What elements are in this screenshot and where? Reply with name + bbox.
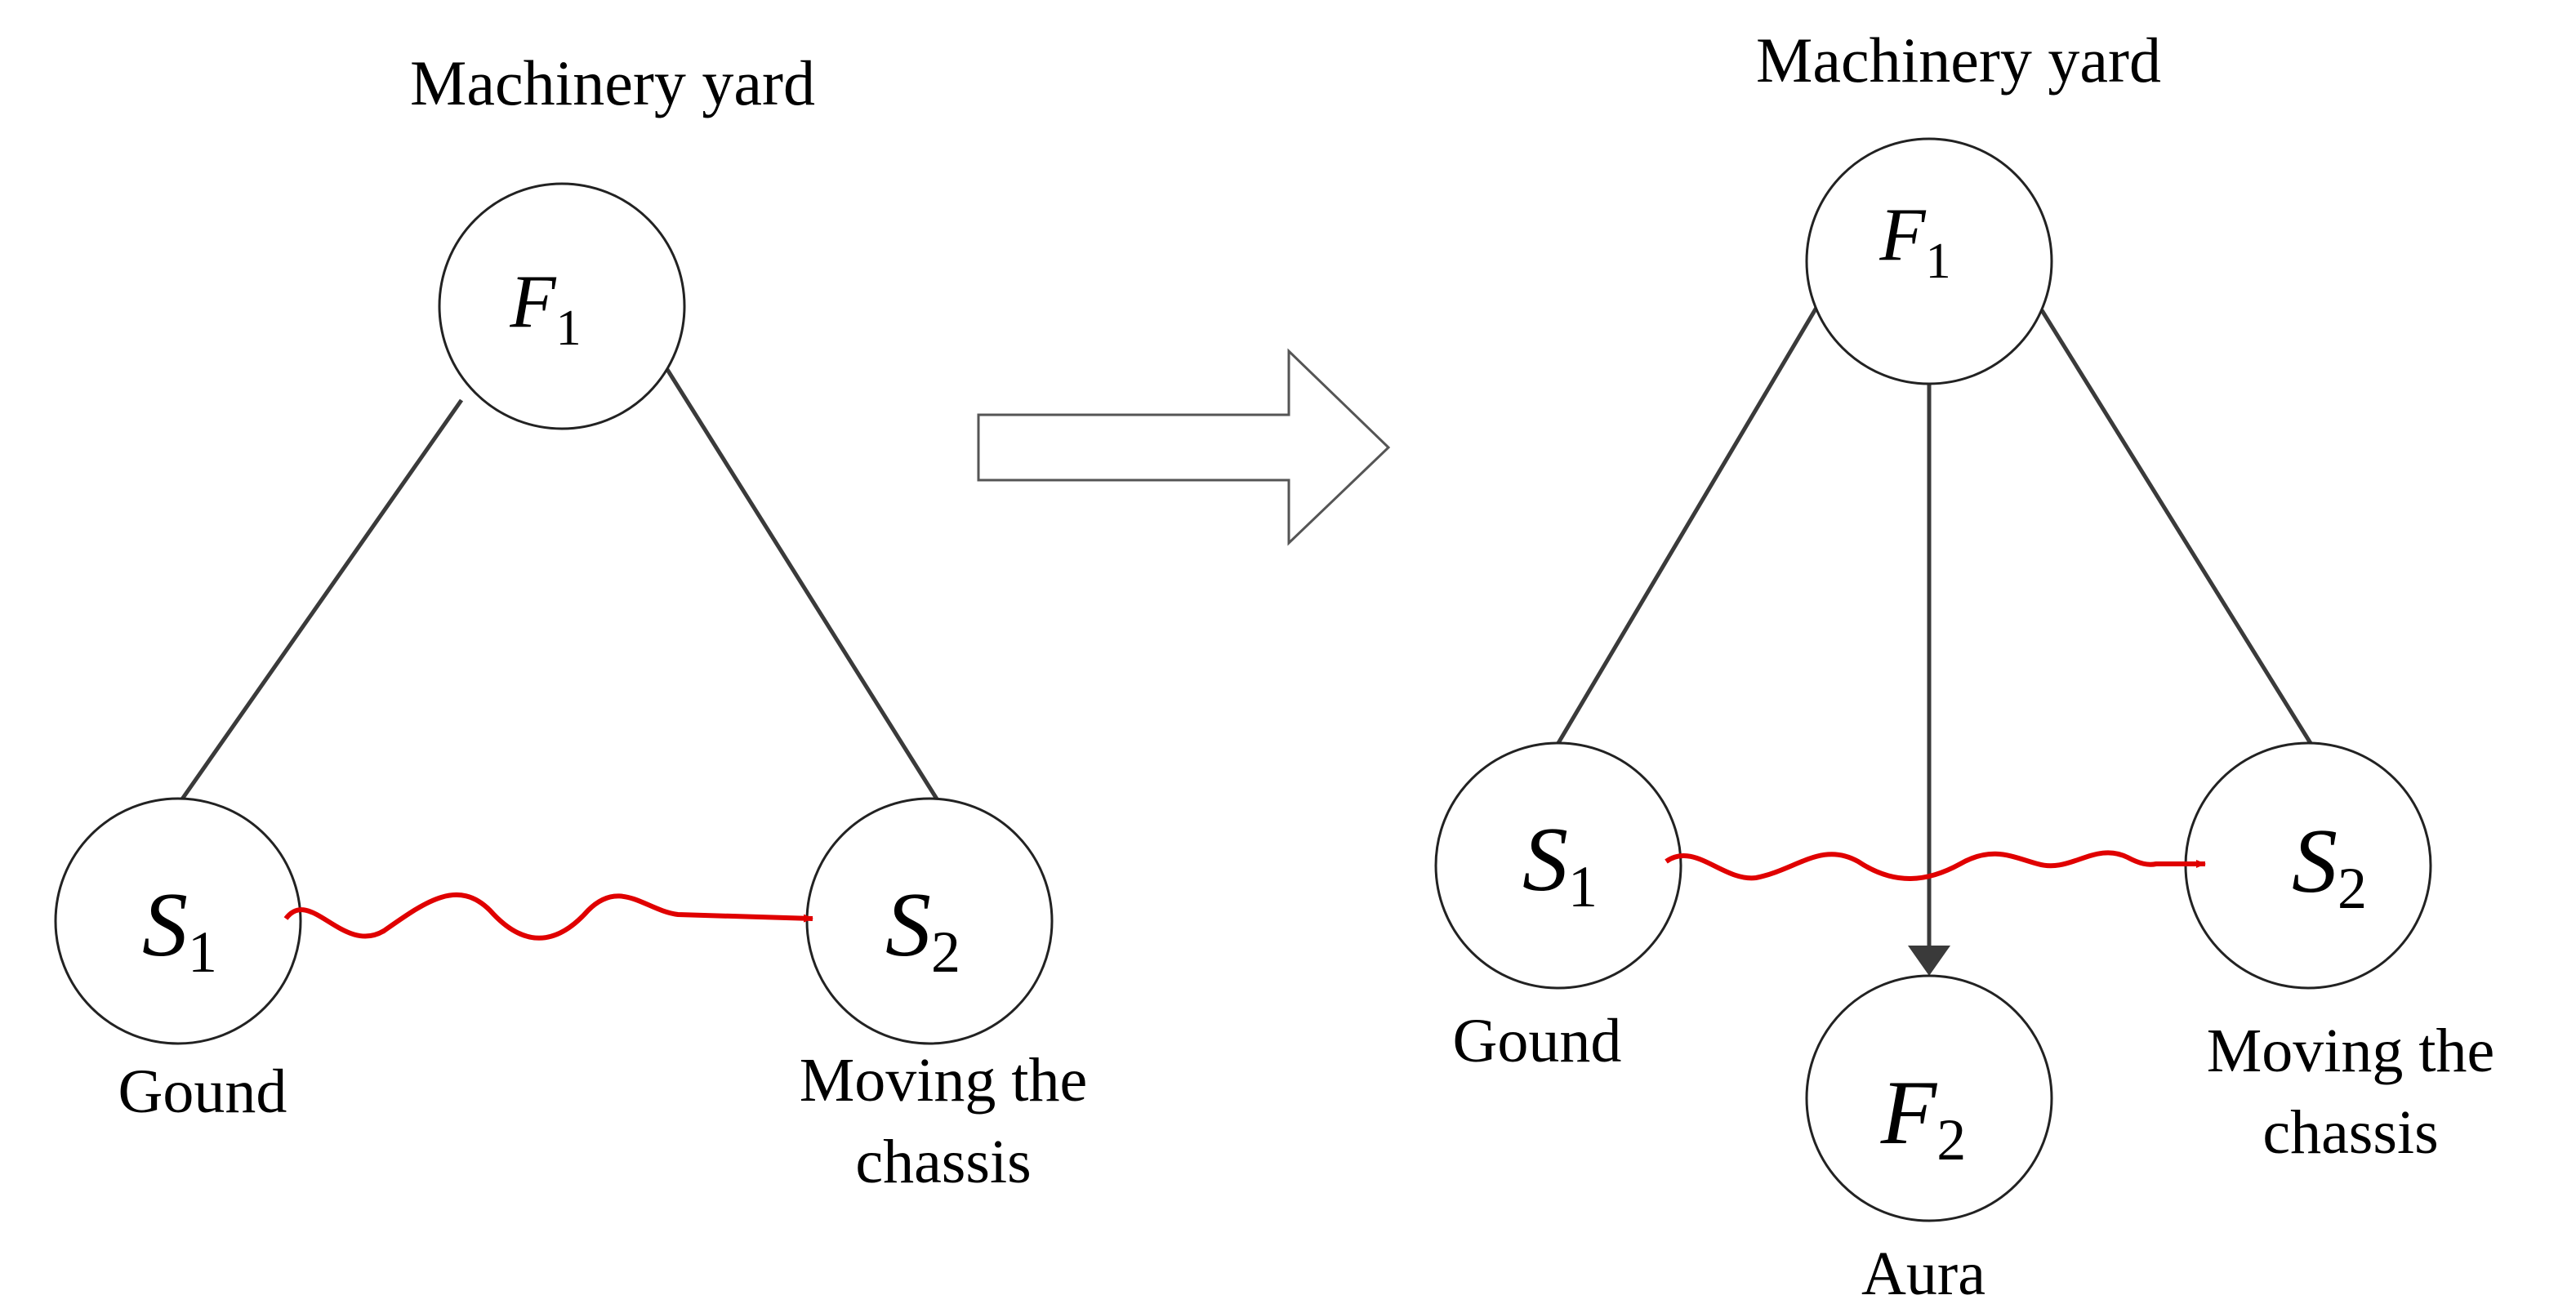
svg-text:S1: S1 (1522, 809, 1598, 919)
svg-text:F2: F2 (1880, 1062, 1966, 1173)
right-node-s1-symbol: S (1522, 809, 1568, 910)
left-link-f1-s1 (179, 398, 464, 802)
hollow-right-arrow-icon (977, 348, 1391, 546)
left-node-s1-caption: Gound (118, 1057, 287, 1126)
right-link-f1-s1 (1553, 305, 1820, 749)
left-node-s2-symbol: S (885, 875, 931, 976)
right-node-s1-caption: Gound (1453, 1007, 1622, 1075)
left-node-f1-circle (438, 182, 686, 430)
right-node-f1: F1 (1805, 137, 2053, 385)
right-node-s1-sub: 1 (1568, 854, 1598, 919)
right-node-s1-circle (1434, 741, 1682, 990)
right-node-s1: S1 Gound (1434, 741, 1682, 1075)
left-title: Machinery yard (410, 47, 815, 118)
right-node-f2-caption: Aura (1861, 1240, 1985, 1308)
right-node-f2-sub: 2 (1936, 1107, 1966, 1173)
left-node-s1: S1 Gound (54, 797, 302, 1126)
right-node-f2-symbol: F (1880, 1062, 1938, 1164)
right-link-f1-s2 (2039, 309, 2315, 749)
right-diagram: Machinery yard F1 S1 Gound S2 Moving the… (1434, 24, 2495, 1308)
right-node-s2-symbol: S (2292, 811, 2338, 912)
svg-text:F1: F1 (509, 260, 581, 356)
right-node-f1-sub: 1 (1926, 234, 1951, 289)
left-node-f1: F1 (438, 182, 686, 430)
left-node-s2-caption-line2: chassis (855, 1128, 1031, 1196)
svg-text:F1: F1 (1879, 193, 1950, 289)
left-node-f1-symbol: F (509, 260, 556, 343)
left-interaction-wave (283, 892, 813, 941)
left-node-s2-caption-line1: Moving the (800, 1046, 1088, 1115)
right-node-s2-sub: 2 (2338, 856, 2367, 921)
right-node-f2-circle (1805, 974, 2053, 1222)
right-interaction-wave (1665, 850, 2206, 881)
right-node-s2: S2 Moving the chassis (2184, 741, 2495, 1167)
right-node-s2-caption-line2: chassis (2262, 1098, 2438, 1167)
left-diagram: Machinery yard F1 S1 Gound S2 Moving the… (54, 47, 1088, 1196)
left-node-s1-symbol: S (142, 875, 188, 976)
right-node-f1-circle (1805, 137, 2053, 385)
right-node-s2-caption-line1: Moving the (2207, 1017, 2495, 1085)
right-node-f2: F2 Aura (1805, 974, 2053, 1308)
svg-text:S1: S1 (142, 875, 217, 985)
right-arrowhead-f2 (1908, 946, 1950, 976)
left-node-s1-circle (54, 797, 302, 1045)
svg-text:S2: S2 (885, 875, 960, 985)
left-node-s2-sub: 2 (931, 919, 960, 985)
right-title: Machinery yard (1756, 24, 2161, 96)
left-node-s2: S2 Moving the chassis (800, 797, 1088, 1196)
svg-text:S2: S2 (2292, 811, 2367, 921)
left-node-s1-sub: 1 (188, 919, 217, 985)
left-node-f1-sub: 1 (556, 300, 582, 356)
left-link-f1-s2 (656, 354, 940, 802)
right-node-f1-symbol: F (1879, 193, 1926, 276)
